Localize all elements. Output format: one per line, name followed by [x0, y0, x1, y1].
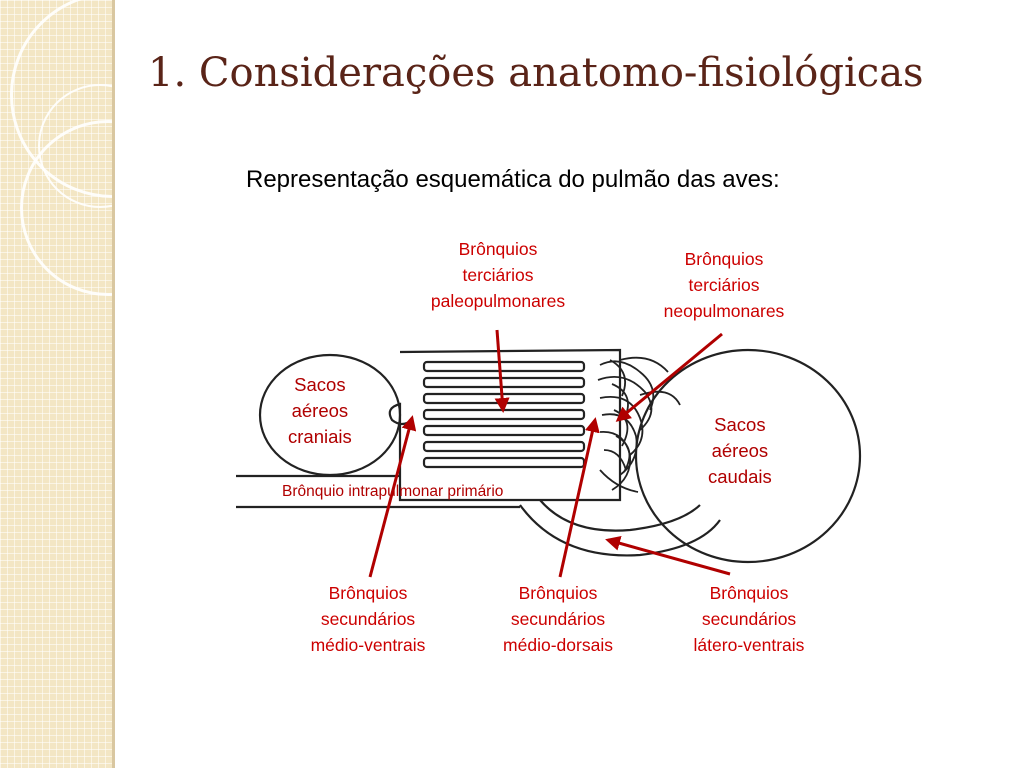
- label-line: secundários: [510, 609, 606, 629]
- label-bronquio-primario: Brônquio intrapulmonar primário: [282, 483, 504, 500]
- label-terciarios-paleo: Brônquios terciários paleopulmonares: [410, 236, 586, 314]
- label-line: médio-ventrais: [310, 635, 426, 655]
- arrow-paleopulmonares: [494, 329, 510, 413]
- label-terciarios-neo: Brônquios terciários neopulmonares: [638, 246, 810, 324]
- label-sacos-craniais: Sacos aéreos craniais: [288, 372, 352, 450]
- label-line: aéreos: [711, 440, 769, 461]
- diagram-subtitle: Representação esquemática do pulmão das …: [246, 166, 780, 193]
- arrow-medio-dorsais: [558, 417, 600, 578]
- label-line: secundários: [320, 609, 416, 629]
- label-line: terciários: [462, 265, 534, 285]
- slide-title: 1. Considerações anatomo-fisiológicas: [148, 50, 924, 96]
- label-line: Brônquios: [518, 583, 598, 603]
- paleopulmonary-parabronchi: [422, 360, 586, 469]
- label-line: Sacos: [294, 374, 346, 395]
- label-line: Brônquios: [458, 239, 538, 259]
- label-line: secundários: [701, 609, 797, 629]
- decorative-side-strip: [0, 0, 112, 768]
- label-line: terciários: [688, 275, 760, 295]
- label-line: Brônquios: [328, 583, 408, 603]
- label-line: aéreos: [291, 400, 349, 421]
- ventral-bronchus-inner: [539, 499, 701, 532]
- label-line: látero-ventrais: [693, 635, 805, 655]
- arrow-medio-ventrais: [368, 415, 417, 578]
- arrow-neopulmonares: [615, 332, 723, 422]
- label-line: Brônquios: [709, 583, 789, 603]
- label-line: médio-dorsais: [503, 635, 613, 655]
- label-line: paleopulmonares: [430, 291, 566, 311]
- label-sacos-caudais: Sacos aéreos caudais: [708, 412, 772, 490]
- label-line: Brônquios: [684, 249, 764, 269]
- label-line: neopulmonares: [663, 301, 785, 321]
- side-strip-edge: [112, 0, 115, 768]
- label-line: craniais: [288, 426, 352, 447]
- caudal-air-sac: [634, 348, 862, 564]
- label-line: caudais: [708, 466, 772, 487]
- label-line: Sacos: [714, 414, 766, 435]
- label-sec-latero-ventrais: Brônquios secundários látero-ventrais: [672, 580, 826, 658]
- ventral-bronchus-curve: [519, 504, 721, 557]
- neopulmonary-network: [597, 356, 681, 493]
- label-sec-medio-ventrais: Brônquios secundários médio-ventrais: [290, 580, 446, 658]
- label-sec-medio-dorsais: Brônquios secundários médio-dorsais: [482, 580, 634, 658]
- arrow-latero-ventrais: [605, 535, 731, 576]
